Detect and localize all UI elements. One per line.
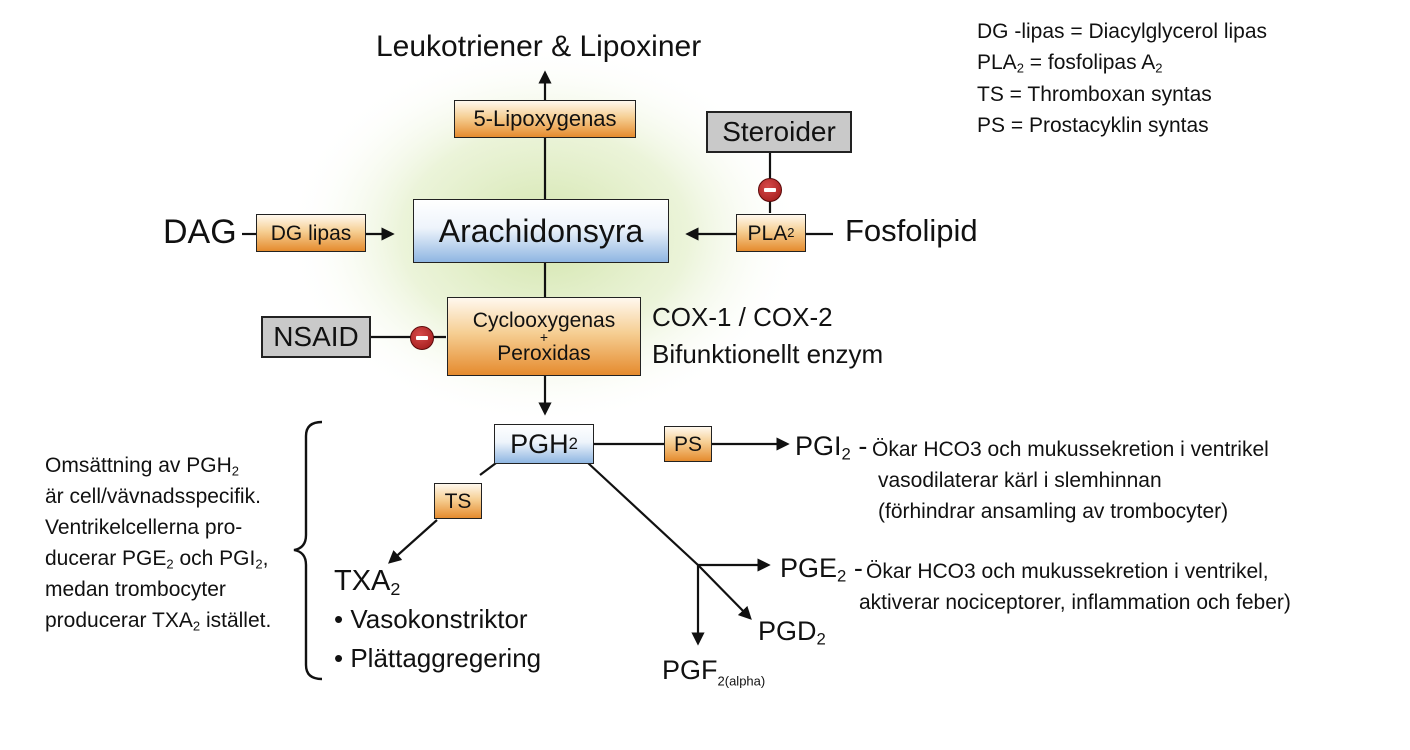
side-note-line-5: medan trombocyter — [45, 578, 226, 601]
side-note-line-4: ducerar PGE2 och PGI2, — [45, 547, 269, 572]
enzyme-5-lipoxygenas: 5-Lipoxygenas — [454, 100, 636, 138]
side-note-line-2: är cell/vävnadsspecifik. — [45, 485, 261, 508]
legend-dg-lipas: DG -lipas = Diacylglycerol lipas — [977, 20, 1268, 43]
line-ts-to-txa — [388, 519, 438, 564]
cox-line2: Peroxidas — [497, 341, 591, 365]
pgi2-desc-2: vasodilaterar kärl i slemhinnan — [878, 469, 1162, 492]
node-leukotriener: Leukotriener & Lipoxiner — [376, 30, 702, 63]
line-pgh-to-branch — [587, 462, 699, 566]
inhibitor-steroider: Steroider — [706, 111, 852, 153]
cox-plus: + — [539, 328, 549, 345]
cox-line1: Cyclooxygenas — [472, 308, 616, 332]
txa2-bullet-plattaggregering: • Plättaggregering — [334, 643, 542, 673]
line-branch-to-pgd — [697, 564, 752, 620]
cox-types: COX-1 / COX-2 — [652, 302, 833, 332]
node-dag: DAG — [163, 213, 237, 251]
inhibitor-nsaid: NSAID — [261, 316, 371, 358]
side-note-line-6: producerar TXA2 istället. — [45, 609, 272, 634]
pge2-desc-1: Ökar HCO3 och mukussekretion i ventrikel… — [866, 560, 1269, 583]
legend-ts: TS = Thromboxan syntas — [977, 83, 1212, 106]
enzyme-dg-lipas: DG lipas — [256, 214, 366, 252]
inhibition-minus-icon — [758, 178, 782, 202]
pgi2-desc-1: Ökar HCO3 och mukussekretion i ventrikel — [872, 438, 1269, 461]
pge2-desc-2: aktiverar nociceptorer, inflammation och… — [859, 591, 1291, 614]
side-note-line-3: Ventrikelcellerna pro- — [45, 516, 243, 539]
legend-ps: PS = Prostacyklin syntas — [977, 114, 1209, 137]
node-pge2: PGE2 - — [780, 553, 863, 586]
curly-brace — [293, 420, 323, 681]
node-pgf2-alpha: PGF2(alpha) — [662, 655, 766, 689]
node-txa2: TXA2 — [334, 565, 401, 600]
node-pgi2: PGI2 - — [795, 431, 868, 464]
enzyme-cyclooxygenas-peroxidas: Cyclooxygenas + Peroxidas — [447, 297, 641, 376]
enzyme-ts: TS — [434, 483, 482, 519]
legend-pla2: PLA2 = fosfolipas A2 — [977, 51, 1163, 76]
txa2-bullet-vasokonstriktor: • Vasokonstriktor — [334, 604, 528, 634]
node-fosfolipid: Fosfolipid — [845, 213, 978, 248]
pgi2-desc-3: (förhindrar ansamling av trombocyter) — [878, 500, 1229, 523]
side-note-line-1: Omsättning av PGH2 — [45, 454, 239, 479]
cox-description: Bifunktionellt enzym — [652, 339, 884, 369]
inhibition-minus-icon — [410, 326, 434, 350]
node-arachidonsyra: Arachidonsyra — [413, 199, 669, 263]
node-pgd2: PGD2 — [758, 616, 826, 649]
enzyme-ps: PS — [664, 426, 712, 462]
